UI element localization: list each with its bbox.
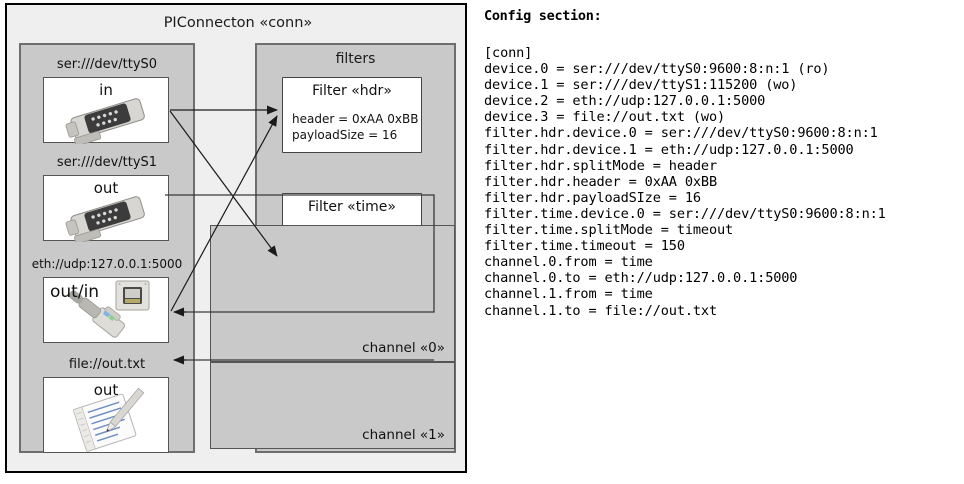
config-line: device.3 = file://out.txt (wo) — [484, 109, 726, 126]
config-line: device.0 = ser:///dev/ttyS0:9600:8:n:1 (… — [484, 61, 830, 78]
page-title: PIConnecton «conn» — [163, 15, 313, 31]
channel-label-0: channel «0» — [362, 340, 445, 356]
config-line: filter.hdr.device.1 = eth://udp:127.0.0.… — [484, 141, 854, 158]
filter-attr-payloadsize: payloadSize = 16 — [292, 128, 398, 142]
device-io-file: out — [93, 381, 119, 399]
config-section: Config section: [conn]device.0 = ser:///… — [478, 0, 964, 484]
device-box-eth: out/in — [43, 277, 169, 343]
device-label-ttyS0: ser:///dev/ttyS0 — [56, 57, 158, 72]
device-label-ttyS1: ser:///dev/ttyS1 — [56, 155, 158, 170]
config-line: filter.time.timeout = 150 — [484, 238, 685, 255]
device-label-eth: eth://udp:127.0.0.1:5000 — [31, 257, 183, 271]
filter-box-hdr: Filter «hdr» header = 0xAA 0xBB payloadS… — [282, 77, 422, 153]
config-line: filter.hdr.splitMode = header — [484, 157, 717, 174]
config-line: device.2 = eth://udp:127.0.0.1:5000 — [484, 93, 766, 110]
config-line: filter.time.splitMode = timeout — [484, 222, 734, 239]
config-line: filter.hdr.device.0 = ser:///dev/ttyS0:9… — [484, 125, 878, 142]
device-box-ttyS1: out — [43, 175, 169, 242]
channel-box-1: channel «1» — [210, 362, 455, 449]
device-io-eth: out/in — [50, 282, 100, 302]
config-line: [conn] — [484, 45, 533, 61]
filter-title-time: Filter «time» — [308, 199, 396, 215]
config-heading: Config section: — [484, 8, 602, 24]
device-box-file: out — [43, 377, 169, 453]
config-line: channel.1.to = file://out.txt — [484, 302, 717, 319]
serial-db9-icon — [65, 98, 145, 144]
filters-panel-title: filters — [335, 51, 376, 67]
serial-db9-icon — [65, 196, 145, 242]
filter-attr-header: header = 0xAA 0xBB — [292, 112, 419, 126]
device-io-ttyS0: in — [99, 81, 113, 99]
config-line: channel.0.to = eth://udp:127.0.0.1:5000 — [484, 270, 798, 287]
device-io-ttyS1: out — [93, 179, 119, 197]
channel-label-1: channel «1» — [362, 427, 445, 443]
ethernet-rj45-icon — [68, 280, 150, 338]
channel-box-0: channel «0» — [210, 225, 455, 362]
config-line: filter.hdr.payloadSIze = 16 — [484, 189, 701, 206]
device-box-ttyS0: in — [43, 77, 169, 144]
config-line: device.1 = ser:///dev/ttyS1:115200 (wo) — [484, 77, 798, 94]
device-label-file: file://out.txt — [68, 357, 146, 372]
devices-panel: ser:///dev/ttyS0 in ser:///dev/ttyS1 — [19, 43, 195, 453]
filter-title-hdr: Filter «hdr» — [312, 83, 392, 99]
notepad-pen-icon — [72, 387, 145, 453]
config-line: filter.time.device.0 = ser:///dev/ttyS0:… — [484, 205, 886, 222]
filters-panel: filters Filter «hdr» header = 0xAA 0xBB … — [210, 43, 456, 453]
architecture-diagram: PIConnecton «conn» ser:///dev/ttyS0 in — [0, 0, 478, 484]
config-line: filter.hdr.header = 0xAA 0xBB — [484, 173, 717, 190]
config-line: channel.1.from = time — [484, 286, 653, 303]
config-lines: [conn]device.0 = ser:///dev/ttyS0:9600:8… — [484, 45, 886, 319]
config-line: channel.0.from = time — [484, 254, 653, 271]
